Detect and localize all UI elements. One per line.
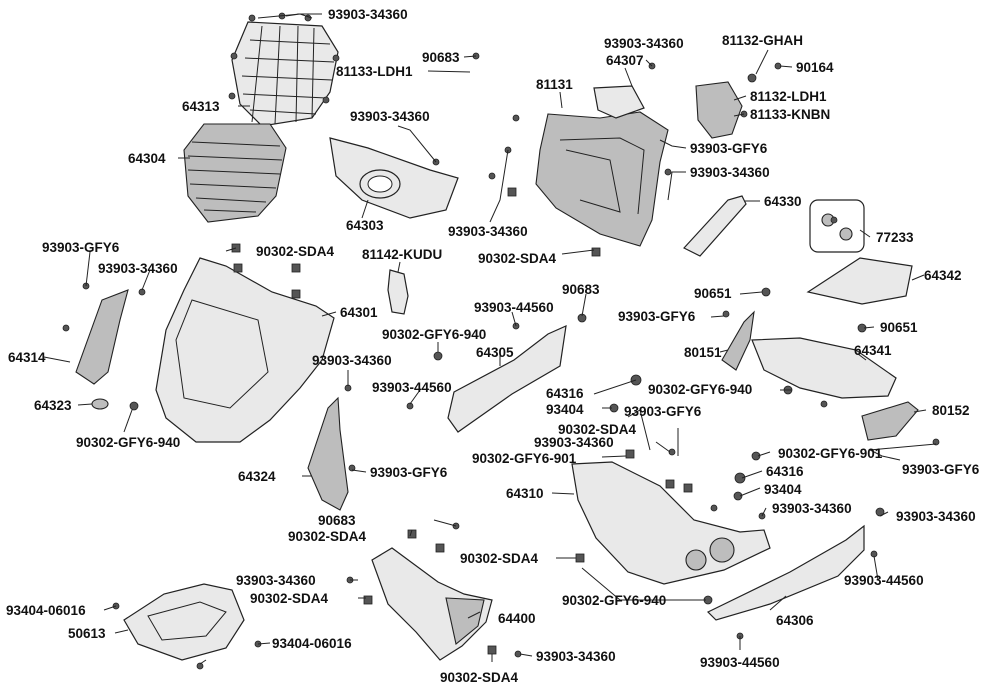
part-label: 93903-44560 xyxy=(372,380,452,395)
part-64323-plug xyxy=(91,398,109,410)
part-77233-inset xyxy=(809,199,865,253)
part-label: 93903-34360 xyxy=(772,501,852,516)
part-label: 64316 xyxy=(766,464,804,479)
part-label: 93903-34360 xyxy=(896,509,976,524)
part-label: 93903-34360 xyxy=(448,224,528,239)
part-label: 81133-LDH1 xyxy=(336,64,413,79)
part-label: 93903-GFY6 xyxy=(618,309,696,324)
part-label: 90302-GFY6-940 xyxy=(76,435,180,450)
part-label: 93903-34360 xyxy=(312,353,392,368)
part-64314-side-strip xyxy=(75,289,129,385)
part-label: 90302-GFY6-940 xyxy=(382,327,486,342)
part-label: 90683 xyxy=(562,282,600,297)
part-label: 80151 xyxy=(684,345,722,360)
part-64306-lower-strip xyxy=(706,524,865,621)
part-80151-clip xyxy=(721,310,755,371)
part-labels: 93903-34360 90683 81133-LDH1 93903-34360… xyxy=(6,7,980,685)
part-label: 93903-34360 xyxy=(690,165,770,180)
part-label: 64307 xyxy=(606,53,644,68)
part-label: 90302-SDA4 xyxy=(440,670,519,685)
part-80152-clip xyxy=(861,401,919,441)
part-label: 90683 xyxy=(318,513,356,528)
part-label: 93903-GFY6 xyxy=(690,141,768,156)
part-64330-tube xyxy=(683,195,747,257)
part-label: 93903-GFY6 xyxy=(370,465,448,480)
part-label: 64324 xyxy=(238,469,276,484)
part-label: 90302-GFY6-940 xyxy=(648,382,752,397)
part-64400-lower-cover xyxy=(371,547,493,661)
part-label: 93404 xyxy=(546,402,584,417)
part-label: 64305 xyxy=(476,345,514,360)
part-label: 90302-SDA4 xyxy=(478,251,557,266)
part-label: 64310 xyxy=(506,486,544,501)
part-label: 81132-GHAH xyxy=(722,33,803,48)
part-label: 64306 xyxy=(776,613,814,628)
part-64342-pad xyxy=(806,257,913,305)
part-label: 90683 xyxy=(422,50,460,65)
part-64341-tray xyxy=(751,337,897,399)
part-label: 81132-LDH1 xyxy=(750,89,827,104)
part-label: 90302-SDA4 xyxy=(558,422,637,437)
part-label: 90302-SDA4 xyxy=(250,591,329,606)
leader-lines xyxy=(43,13,937,665)
part-label: 93903-34360 xyxy=(604,36,684,51)
part-81131-inner-frame xyxy=(535,111,669,247)
part-64310-inner-panel xyxy=(571,461,771,585)
part-label: 93903-GFY6 xyxy=(902,462,980,477)
part-label: 93903-GFY6 xyxy=(624,404,702,419)
part-label: 64400 xyxy=(498,611,536,626)
part-label: 90302-GFY6-901 xyxy=(472,451,577,466)
part-label: 90302-SDA4 xyxy=(460,551,539,566)
part-label: 93903-44560 xyxy=(474,300,554,315)
part-64307-bracket xyxy=(593,85,645,119)
part-label: 50613 xyxy=(68,626,106,641)
part-label: 93903-34360 xyxy=(236,573,316,588)
part-64304-slatted-grille xyxy=(183,123,287,223)
part-81142-kudu-reflector xyxy=(387,269,409,315)
part-label: 64316 xyxy=(546,386,584,401)
part-label: 64313 xyxy=(182,99,220,114)
part-label: 64303 xyxy=(346,218,384,233)
part-label: 64342 xyxy=(924,268,962,283)
part-label: 93903-34360 xyxy=(98,261,178,276)
part-label: 93404-06016 xyxy=(6,603,86,618)
part-label: 90651 xyxy=(880,320,918,335)
part-81132-ldh1-cover xyxy=(695,81,743,139)
part-64303-top-cover xyxy=(329,137,459,219)
part-label: 93903-44560 xyxy=(844,573,924,588)
part-label: 64304 xyxy=(128,151,166,166)
part-label: 64301 xyxy=(340,305,378,320)
part-label: 93903-34360 xyxy=(328,7,408,22)
part-label: 90302-SDA4 xyxy=(256,244,335,259)
part-label: 93903-44560 xyxy=(700,655,780,670)
part-label: 64323 xyxy=(34,398,72,413)
part-64301-front-shield xyxy=(155,257,335,443)
part-label: 77233 xyxy=(876,230,914,245)
part-label: 90302-SDA4 xyxy=(288,529,367,544)
part-label: 90302-GFY6-940 xyxy=(562,593,666,608)
part-label: 93404 xyxy=(764,482,802,497)
part-label: 93404-06016 xyxy=(272,636,352,651)
part-label: 64330 xyxy=(764,194,802,209)
part-label: 81133-KNBN xyxy=(750,107,830,122)
part-label: 90651 xyxy=(694,286,732,301)
part-label: 90302-GFY6-901 xyxy=(778,446,883,461)
part-label: 93903-GFY6 xyxy=(42,240,120,255)
part-label: 81142-KUDU xyxy=(362,247,442,262)
part-label: 93903-34360 xyxy=(536,649,616,664)
part-64324-side-strip xyxy=(307,396,349,511)
part-64313-mesh-grille xyxy=(231,21,339,127)
part-label: 81131 xyxy=(536,77,573,92)
part-50613-under-cover xyxy=(123,583,245,661)
part-label: 64341 xyxy=(854,343,892,358)
part-label: 64314 xyxy=(8,350,46,365)
part-label: 80152 xyxy=(932,403,970,418)
part-label: 93903-34360 xyxy=(350,109,430,124)
part-label: 90164 xyxy=(796,60,834,75)
part-64305-panel xyxy=(447,325,567,433)
part-label: 93903-34360 xyxy=(534,435,614,450)
